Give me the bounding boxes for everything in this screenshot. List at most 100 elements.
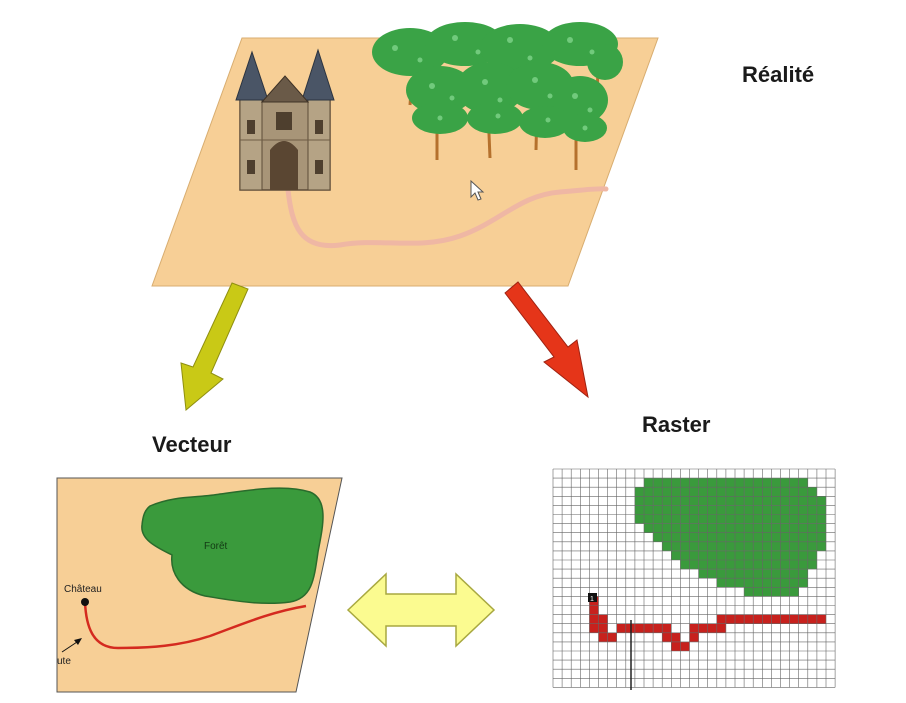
- raster-forest-cell: [780, 487, 790, 497]
- vector-forest-label: Forêt: [204, 541, 228, 552]
- raster-forest-cell: [798, 496, 808, 506]
- raster-forest-cell: [698, 550, 708, 560]
- raster-forest-cell: [762, 496, 772, 506]
- raster-forest-cell: [744, 541, 754, 551]
- raster-forest-cell: [634, 496, 644, 506]
- raster-forest-cell: [716, 541, 726, 551]
- raster-forest-cell: [698, 496, 708, 506]
- raster-forest-cell: [789, 541, 799, 551]
- raster-forest-cell: [707, 496, 717, 506]
- route-pointer-head: [74, 638, 82, 645]
- raster-forest-cell: [716, 496, 726, 506]
- raster-forest-cell: [662, 478, 672, 488]
- raster-forest-cell: [689, 560, 699, 570]
- raster-forest-cell: [789, 496, 799, 506]
- raster-forest-cell: [716, 532, 726, 542]
- raster-forest-cell: [744, 578, 754, 588]
- raster-road-cell: [671, 641, 681, 651]
- raster-forest-cell: [707, 560, 717, 570]
- raster-forest-cell: [798, 569, 808, 579]
- raster-forest-cell: [671, 550, 681, 560]
- raster-road-cell: [716, 614, 726, 624]
- raster-forest-cell: [807, 523, 817, 533]
- raster-forest-cell: [789, 587, 799, 597]
- vector-forest-polygon: [141, 487, 324, 605]
- raster-forest-cell: [735, 496, 745, 506]
- raster-forest-cell: [798, 523, 808, 533]
- raster-road-cell: [725, 614, 735, 624]
- raster-forest-cell: [689, 541, 699, 551]
- raster-forest-cell: [689, 478, 699, 488]
- raster-forest-cell: [762, 541, 772, 551]
- raster-forest-cell: [771, 523, 781, 533]
- raster-forest-cell: [744, 496, 754, 506]
- raster-forest-cell: [689, 532, 699, 542]
- raster-forest-cell: [689, 523, 699, 533]
- raster-forest-cell: [771, 478, 781, 488]
- raster-forest-cell: [798, 560, 808, 570]
- raster-forest-cell: [798, 532, 808, 542]
- raster-forest-cell: [671, 514, 681, 524]
- raster-forest-cell: [744, 523, 754, 533]
- raster-forest-cell: [753, 550, 763, 560]
- raster-road-cell: [789, 614, 799, 624]
- raster-forest-cell: [680, 550, 690, 560]
- raster-forest-cell: [716, 505, 726, 515]
- raster-forest-cell: [707, 541, 717, 551]
- raster-forest-cell: [798, 487, 808, 497]
- raster-forest-cell: [816, 505, 826, 515]
- raster-forest-cell: [762, 560, 772, 570]
- raster-forest-cell: [644, 514, 654, 524]
- raster-road-cell: [762, 614, 772, 624]
- raster-road-cell: [744, 614, 754, 624]
- raster-forest-cell: [735, 514, 745, 524]
- raster-forest-cell: [698, 560, 708, 570]
- vector-panel: Forêt Château ute: [56, 477, 343, 693]
- raster-forest-cell: [798, 505, 808, 515]
- heading-reality: Réalité: [742, 62, 815, 87]
- raster-forest-cell: [689, 496, 699, 506]
- raster-forest-cell: [753, 496, 763, 506]
- raster-forest-cell: [807, 550, 817, 560]
- route-label: ute: [57, 656, 71, 667]
- raster-forest-cell: [671, 478, 681, 488]
- raster-forest-cell: [716, 523, 726, 533]
- forest-highlights: [392, 35, 595, 131]
- raster-road-cell: [598, 623, 608, 633]
- raster-forest-cell: [798, 514, 808, 524]
- raster-forest-cell: [725, 523, 735, 533]
- raster-forest-cell: [644, 505, 654, 515]
- raster-forest-cell: [653, 478, 663, 488]
- raster-forest-cell: [735, 478, 745, 488]
- raster-forest-cell: [698, 541, 708, 551]
- raster-forest-cell: [753, 523, 763, 533]
- raster-forest-cell: [798, 478, 808, 488]
- raster-forest-cell: [689, 505, 699, 515]
- reality-panel: [151, 22, 659, 287]
- raster-forest-cell: [680, 560, 690, 570]
- raster-forest-cell: [771, 587, 781, 597]
- raster-forest-cell: [671, 541, 681, 551]
- raster-forest-cell: [762, 550, 772, 560]
- vector-raster-double-arrow: [346, 572, 496, 648]
- raster-forest-cell: [716, 514, 726, 524]
- raster-forest-cell: [735, 487, 745, 497]
- raster-forest-cell: [680, 532, 690, 542]
- raster-road-cell: [598, 632, 608, 642]
- raster-road-cell: [616, 623, 626, 633]
- raster-forest-cell: [762, 514, 772, 524]
- raster-forest-cell: [744, 505, 754, 515]
- raster-forest-cell: [680, 496, 690, 506]
- raster-forest-cell: [780, 478, 790, 488]
- raster-forest-cell: [789, 560, 799, 570]
- raster-forest-cell: [689, 514, 699, 524]
- raster-forest-cell: [716, 569, 726, 579]
- raster-forest-cell: [789, 523, 799, 533]
- raster-forest-cell: [762, 487, 772, 497]
- raster-forest-cell: [653, 487, 663, 497]
- arrow-to-raster: [504, 281, 589, 399]
- arrow-to-vector: [180, 282, 249, 411]
- raster-forest-cell: [707, 532, 717, 542]
- raster-forest-cell: [725, 541, 735, 551]
- raster-forest-cell: [707, 523, 717, 533]
